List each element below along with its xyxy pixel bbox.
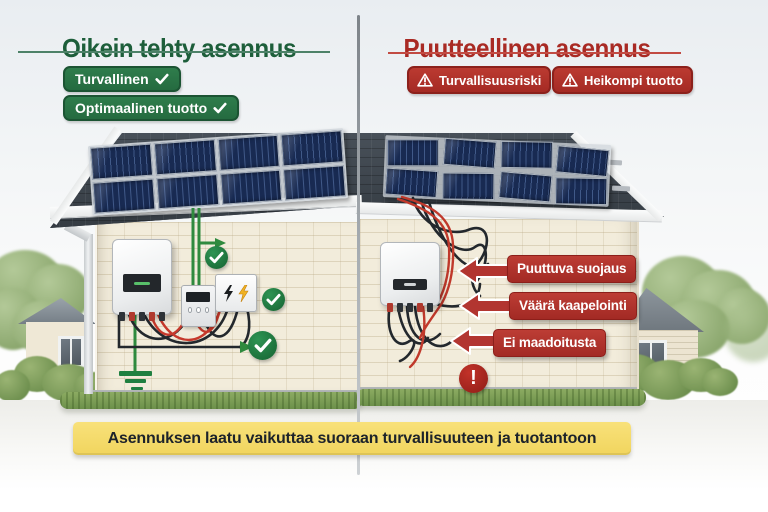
badge-optimal-yield: Optimaalinen tuotto (63, 95, 240, 121)
solar-panel (90, 143, 153, 180)
solar-panel (386, 139, 439, 167)
left-section-title: Oikein tehty asennus (62, 33, 296, 64)
left-title-underline (18, 51, 330, 53)
bush (0, 370, 30, 402)
check-circle (262, 288, 285, 311)
solar-panel (217, 134, 280, 171)
solar-panel (499, 140, 553, 169)
meter-dials (188, 307, 209, 313)
inverter-connectors (119, 312, 165, 321)
warning-triangle-icon (562, 73, 578, 87)
grass-left (60, 392, 362, 409)
grass-right (356, 389, 646, 406)
right-title-underline (388, 52, 681, 54)
solar-panel (156, 173, 219, 210)
check-circle (248, 331, 277, 360)
inverter-faulty (380, 242, 440, 312)
mounting-rail (611, 185, 631, 192)
check-circle (205, 246, 228, 269)
foliage-faded (724, 300, 768, 362)
inverter-display (123, 274, 161, 292)
solar-panel (555, 177, 608, 206)
downspout (84, 234, 93, 394)
callout-label: Väärä kaapelointi (519, 298, 627, 313)
check-icon (213, 102, 227, 114)
solar-panel (384, 167, 439, 199)
breaker-box (215, 274, 257, 312)
solar-panel (441, 172, 494, 200)
inverter-connectors (387, 303, 433, 312)
warning-triangle-icon (417, 73, 433, 87)
solar-panel (219, 169, 283, 205)
callout-label: Puuttuva suojaus (517, 261, 627, 276)
summary-banner-text: Asennuksen laatu vaikuttaa suoraan turva… (107, 429, 597, 447)
badge-safety-risk: Turvallisuusriski (407, 66, 552, 94)
badge-label: Heikompi tuotto (584, 72, 683, 88)
lightning-icon (238, 284, 249, 302)
check-icon (254, 338, 271, 353)
solar-array-faulty (382, 135, 612, 207)
badge-label: Turvallisuusriski (439, 72, 542, 88)
solar-panel (283, 164, 346, 201)
solar-panel (442, 137, 497, 169)
status-led (404, 283, 416, 286)
electric-meter (181, 285, 216, 327)
meter-display (186, 292, 210, 302)
exclamation-circle: ! (459, 364, 488, 393)
section-divider (357, 15, 360, 475)
badge-safe: Turvallinen (63, 66, 181, 92)
callout-wrong-cabling: Väärä kaapelointi (509, 292, 637, 320)
inverter-display (393, 279, 427, 290)
solar-panel (497, 171, 552, 203)
ground (0, 400, 768, 512)
status-led (134, 281, 150, 285)
badge-label: Optimaalinen tuotto (75, 100, 208, 116)
callout-no-grounding: Ei maadoitusta (493, 329, 607, 357)
badge-label: Turvallinen (75, 71, 149, 87)
solar-panel (92, 178, 156, 214)
solar-panel (153, 139, 217, 175)
summary-banner: Asennuksen laatu vaikuttaa suoraan turva… (73, 422, 631, 455)
check-icon (266, 293, 281, 306)
check-icon (209, 251, 224, 264)
bush (702, 368, 738, 396)
solar-panel (280, 130, 344, 166)
callout-missing-protection: Puuttuva suojaus (507, 255, 637, 283)
badge-weaker-yield: Heikompi tuotto (552, 66, 693, 94)
right-section-title: Puutteellinen asennus (403, 33, 651, 64)
exclamation-icon: ! (470, 367, 477, 389)
solar-panel (555, 145, 610, 178)
callout-label: Ei maadoitusta (503, 335, 597, 350)
lightning-icon (224, 284, 233, 302)
inverter-correct (112, 239, 172, 321)
check-icon (155, 73, 169, 85)
